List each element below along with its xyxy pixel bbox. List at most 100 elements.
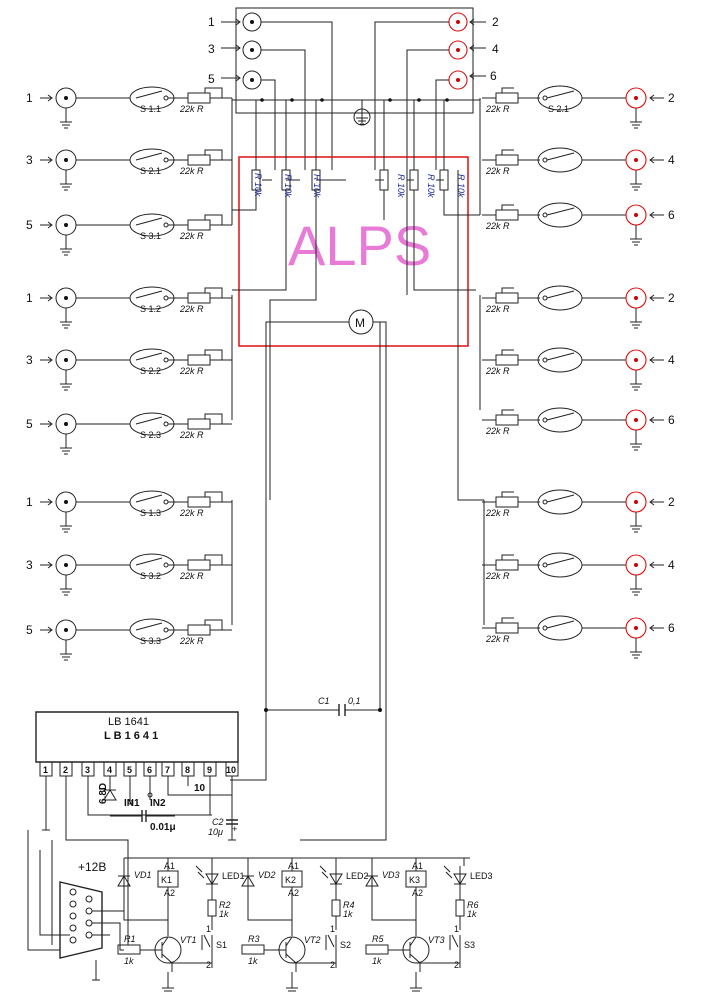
left-resistor [187,219,211,231]
svg-text:A2: A2 [412,888,423,898]
right-switch [537,347,583,373]
in1-label: IN1 [124,798,140,809]
pin10-label: 10 [194,783,206,794]
supply-label: +12B [78,860,106,874]
left-resistor-label: 22k R [179,366,204,376]
diode-label: VD3 [382,870,400,880]
right-output-label: 2 [668,91,675,105]
right-resistor [495,92,519,104]
relay-label: K2 [285,875,296,885]
left-resistor-label: 22k R [179,304,204,314]
capacitor-c1: C1 0,1 [264,322,382,716]
left-resistor-label: 22k R [179,430,204,440]
relay-label: K1 [161,875,172,885]
right-resistor-label: 22k R [485,508,510,518]
pot-3-label: R 10k [312,174,322,198]
chip-pin-3: 3 [81,761,95,777]
led-resistor-label: R2 [219,900,231,910]
left-resistor-label: 22k R [179,571,204,581]
alps-frame [238,156,469,347]
left-resistor [187,154,211,166]
left-input-label: 1 [26,495,33,509]
svg-text:1: 1 [330,924,335,934]
led-label: LED1 [222,871,245,881]
left-resistor [187,496,211,508]
base-resistor-label: R3 [248,934,260,944]
right-output-label: 6 [668,621,675,635]
svg-text:2: 2 [206,960,211,970]
chip-pin-10: 10 [225,761,239,777]
chip-pin-7: 7 [161,761,175,777]
right-resistor-label: 22k R [485,104,510,114]
right-row-5: 22k R4 [482,347,675,391]
left-switch-label: S 2.1 [140,166,161,176]
pots: R 10k R 10k R 10k R 10k R 10k R 10k [232,100,480,500]
switch-label: S3 [464,940,475,950]
right-resistor-label: 22k R [485,426,510,436]
right-resistor [495,154,519,166]
pot-2-label: R 10k [283,174,293,198]
right-output-label: 6 [668,413,675,427]
svg-text:1: 1 [454,924,459,934]
led-resistor-label: R6 [467,900,479,910]
alps-block: ALPS R 10k R 10k R 10k R 10k R 10k R 10k… [230,100,480,841]
right-resistor-label: 22k R [485,366,510,376]
svg-text:9: 9 [207,765,212,775]
diode-label: VD1 [134,870,152,880]
motor-label: M [355,316,365,330]
right-switch [537,615,583,641]
right-resistor [495,354,519,366]
right-resistor-label: 22k R [485,634,510,644]
right-output-label: 6 [668,208,675,222]
pot-4-label: R 10k [396,174,406,198]
base-resistor-label: R5 [372,934,384,944]
transistor-label: VT2 [304,935,321,945]
right-resistor [495,414,519,426]
right-row-4: 22k R2 [482,285,675,329]
left-resistor-label: 22k R [179,231,204,241]
transistor-label: VT1 [180,935,197,945]
chip-pin-5: 5 [123,761,137,777]
left-resistor-label: 22k R [179,104,204,114]
right-output-label: 2 [668,291,675,305]
svg-text:4: 4 [107,765,112,775]
switch-label: S1 [216,940,227,950]
svg-text:1k: 1k [219,909,229,919]
right-resistor [495,496,519,508]
relay-label: K3 [409,875,420,885]
svg-text:6: 6 [147,765,152,775]
left-resistor [187,92,211,104]
svg-text:1: 1 [206,924,211,934]
svg-text:A2: A2 [288,888,299,898]
svg-text:2: 2 [330,960,335,970]
left-resistor-label: 22k R [179,636,204,646]
base-resistor [365,944,389,955]
left-resistor-label: 22k R [179,508,204,518]
led-resistor [455,899,465,917]
right-switch [537,407,583,433]
left-input-label: 5 [26,623,33,637]
base-resistor [241,944,265,955]
c2-value: 10μ [208,827,223,837]
left-switch-label: S 3.2 [140,571,161,581]
left-switch-label: S 2.3 [140,430,161,440]
top-label-3: 3 [208,42,215,56]
right-row-3: 22k R6 [482,202,675,246]
left-resistor [187,354,211,366]
left-input-label: 1 [26,91,33,105]
top-label-5: 5 [208,72,215,86]
pot-1-label: R 10k [253,173,263,197]
